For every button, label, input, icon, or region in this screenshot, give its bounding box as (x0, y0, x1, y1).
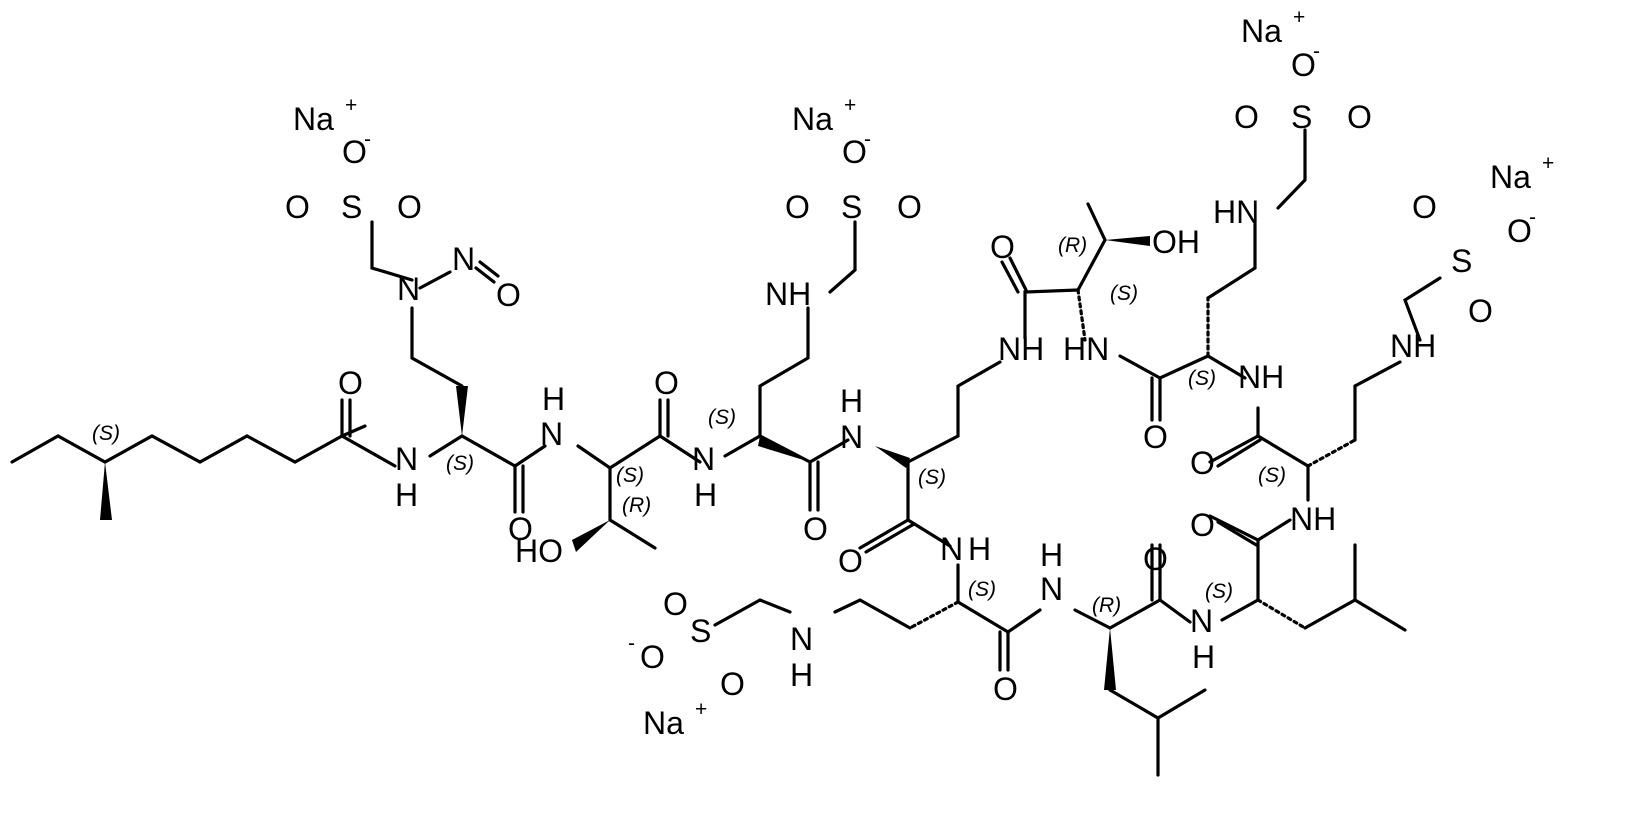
amide-nitrogen: N (840, 419, 863, 455)
amide-nitrogen: N (540, 416, 563, 452)
ring-amide-h: H (968, 531, 991, 567)
carbonyl-oxygen: O (838, 543, 863, 579)
sodium-ion: Na (643, 705, 684, 741)
sulfur-atom: S (841, 189, 862, 225)
sulfonate-oxygen: O (342, 134, 367, 170)
sulfonate-oxygen: O (640, 639, 665, 675)
stereo-label: (S) (918, 466, 946, 489)
sulfonyl-oxygen: O (1347, 99, 1372, 135)
sulfonyl-oxygen: O (1234, 99, 1259, 135)
wedge-bond (456, 386, 468, 436)
nitroso-nitrogen: N (452, 241, 475, 277)
carbonyl-oxygen: O (990, 229, 1015, 265)
amine-nh: HN (1213, 194, 1259, 230)
wedge-bond (1105, 236, 1150, 246)
wedge-bond (572, 520, 610, 552)
carbonyl-oxygen: O (508, 511, 533, 547)
wedge-bond (875, 446, 910, 468)
negative-charge: - (1529, 206, 1536, 229)
negative-charge: - (364, 128, 371, 151)
amide-nitrogen: N (1190, 603, 1213, 639)
amide-nitrogen: N (395, 441, 418, 477)
stereo-descriptors: (S) (S) (S) (R) (S) (S) (R) (S) (S) (S) … (92, 234, 1286, 617)
sulfur-atom: S (690, 613, 711, 649)
amide-hydrogen: H (1192, 639, 1215, 675)
ring-amide-nh: NH (998, 331, 1044, 367)
sulfur-atom: S (341, 189, 362, 225)
sulfonate-oxygen: O (842, 134, 867, 170)
sodium-ion: Na (1490, 159, 1531, 195)
stereo-label: (S) (968, 578, 996, 601)
amine-nh: NH (1390, 328, 1436, 364)
amide-nitrogen: N (692, 441, 715, 477)
stereo-label: (S) (1110, 282, 1138, 305)
stereo-label: (S) (1258, 464, 1286, 487)
carbonyl-oxygen: O (338, 365, 363, 401)
stereo-label: (R) (1092, 594, 1121, 617)
sulfonate-oxygen: O (1291, 47, 1316, 83)
positive-charge: + (345, 94, 357, 117)
negative-charge: - (1313, 40, 1320, 63)
hydroxyl-group: OH (1152, 224, 1200, 260)
amide-nitrogen: N (1040, 571, 1063, 607)
sidechain-nh: N (790, 621, 813, 657)
negative-charge: - (864, 128, 871, 151)
amine-nh: NH (765, 276, 811, 312)
stereo-label: (S) (446, 452, 474, 475)
wedge-bond (1104, 628, 1116, 690)
sulfur-atom: S (1291, 99, 1312, 135)
ring-amide-nh: N (940, 531, 963, 567)
sulfonyl-oxygen: O (663, 586, 688, 622)
sodium-ion: Na (293, 101, 334, 137)
carbonyl-oxygen: O (1190, 507, 1215, 543)
amide-hydrogen: H (694, 477, 717, 513)
ring-amide-nh: NH (1290, 501, 1336, 537)
carbonyl-oxygen: O (993, 671, 1018, 707)
carbonyl-oxygen: O (1143, 541, 1168, 577)
sulfur-atom: S (1451, 243, 1472, 279)
sidechain-h: H (790, 657, 813, 693)
sulfonyl-oxygen: O (720, 666, 745, 702)
positive-charge: + (1293, 6, 1305, 29)
amide-hydrogen: H (542, 381, 565, 417)
carbonyl-oxygen: O (654, 365, 679, 401)
sodium-ion: Na (1241, 13, 1282, 49)
positive-charge: + (1542, 152, 1554, 175)
stereo-label: (S) (92, 422, 120, 445)
positive-charge: + (844, 94, 856, 117)
sulfonyl-oxygen: O (397, 189, 422, 225)
ring-amide-nh: HN (1063, 331, 1109, 367)
sulfonyl-oxygen: O (1468, 293, 1493, 329)
amide-hydrogen: H (840, 383, 863, 419)
stereo-label: (R) (1058, 234, 1087, 257)
stereo-label: (S) (616, 464, 644, 487)
nitroso-amine-nitrogen: N (397, 271, 420, 307)
sulfonyl-oxygen: O (285, 189, 310, 225)
stereo-label: (S) (708, 406, 736, 429)
carbonyl-oxygen: O (803, 511, 828, 547)
carbonyl-oxygen: O (1143, 419, 1168, 455)
bond-lines (10, 128, 1442, 777)
sulfonyl-oxygen: O (1412, 189, 1437, 225)
amide-hydrogen: H (1040, 537, 1063, 573)
atom-labels: Na + Na + Na + Na + Na + O - O S O O - O… (285, 6, 1554, 741)
positive-charge: + (695, 698, 707, 721)
nitroso-oxygen: O (496, 277, 521, 313)
carbonyl-oxygen: O (1190, 445, 1215, 481)
stereo-label: (S) (1188, 367, 1216, 390)
ring-amide-nh: NH (1238, 359, 1284, 395)
negative-charge: - (628, 632, 635, 655)
wedge-bond (100, 462, 112, 520)
hydroxyl-group: HO (515, 533, 563, 569)
sodium-ion: Na (792, 101, 833, 137)
wedge-bond (758, 436, 810, 462)
sulfonate-oxygen: O (1507, 213, 1532, 249)
sulfonyl-oxygen: O (897, 189, 922, 225)
amide-hydrogen: H (395, 477, 418, 513)
stereo-label: (S) (1205, 580, 1233, 603)
stereo-label: (R) (622, 494, 651, 517)
sulfonyl-oxygen: O (785, 189, 810, 225)
